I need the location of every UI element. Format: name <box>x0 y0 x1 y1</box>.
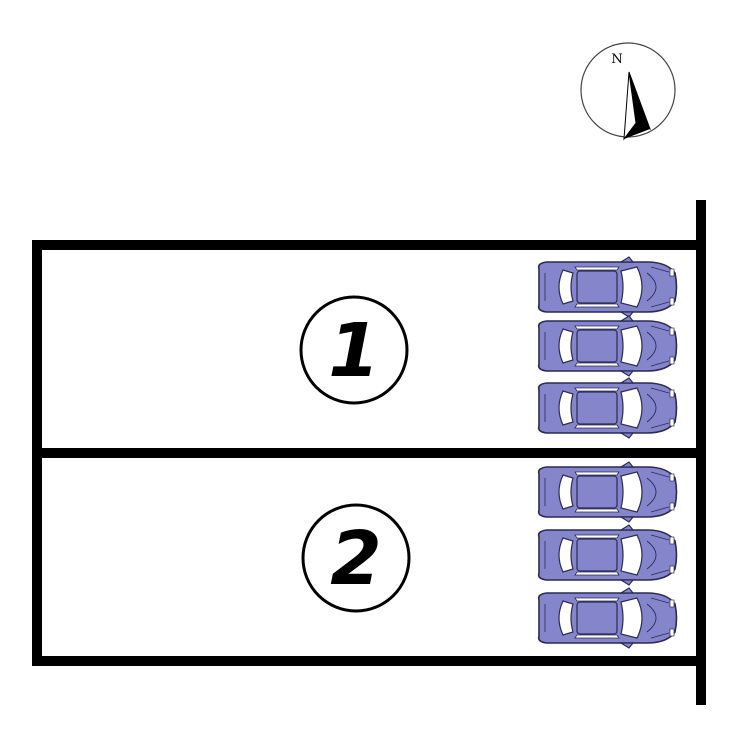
compass: N <box>580 42 676 141</box>
compass-label: N <box>611 52 622 67</box>
lot-number-badge <box>301 503 411 613</box>
lot-outline <box>32 200 706 705</box>
north-arrow-icon <box>623 71 651 141</box>
lot-2: 2 <box>301 461 678 649</box>
lot-number-label: 2 <box>330 516 382 602</box>
lot-number-badge <box>299 295 409 405</box>
car-icon <box>537 461 678 523</box>
lot-number-label: 1 <box>328 308 380 394</box>
lot-1: 1 <box>299 256 678 439</box>
car-icon <box>537 587 678 649</box>
car-icon <box>537 524 678 586</box>
parked-cars <box>537 461 678 649</box>
car-icon <box>537 315 678 377</box>
car-icon <box>537 377 678 439</box>
car-icon <box>537 256 678 318</box>
parked-cars <box>537 256 678 439</box>
